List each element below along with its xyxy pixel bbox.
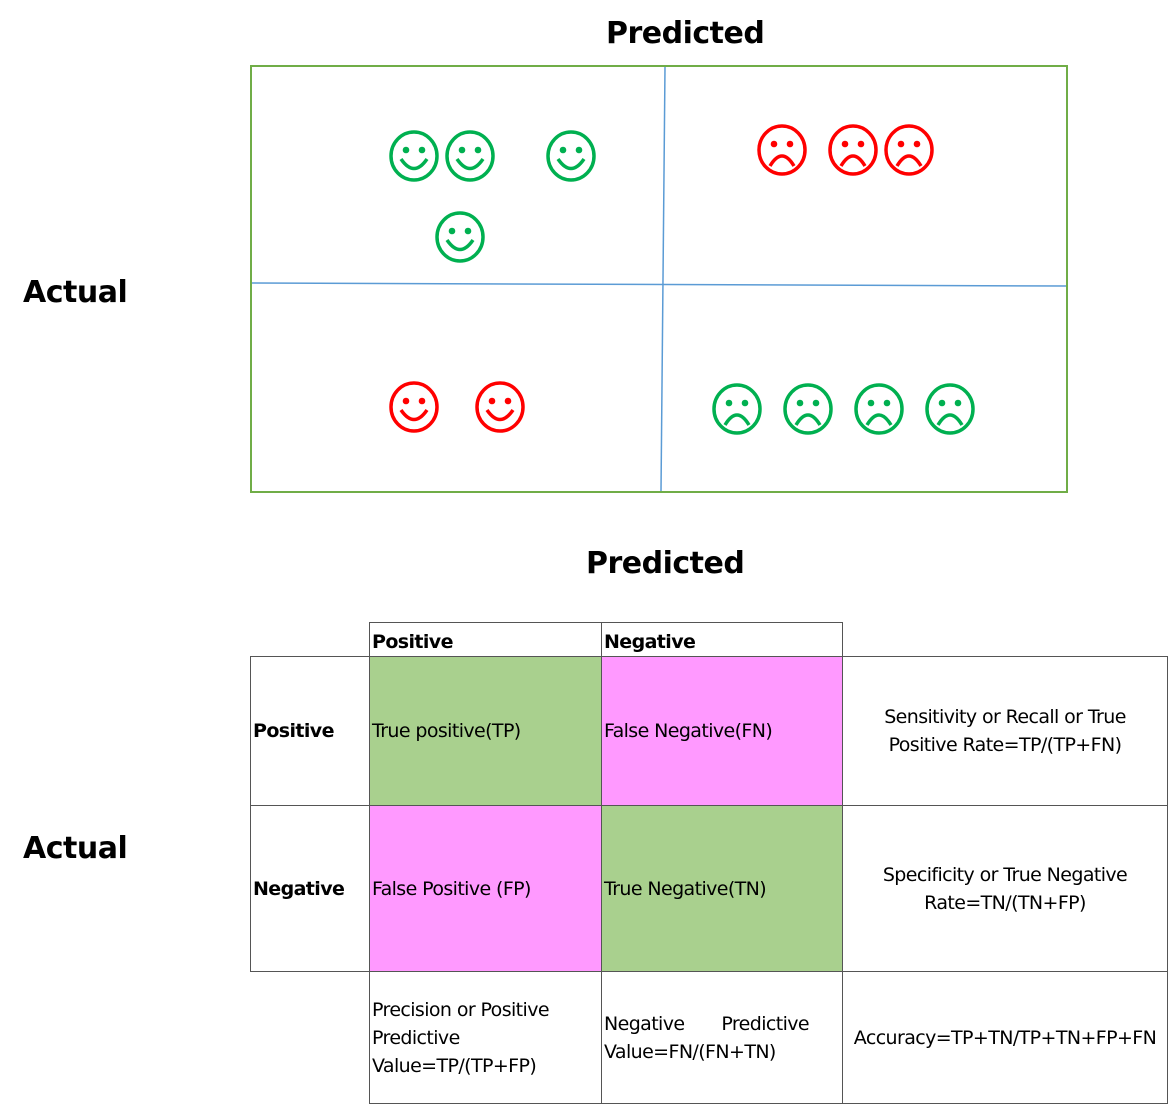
illustration-box	[250, 65, 1068, 493]
frowning-face-icon	[925, 383, 975, 435]
matrix-predicted-heading: Predicted	[586, 546, 745, 581]
horizontal-divider	[252, 282, 1066, 287]
metric-accuracy-text: Accuracy=TP+TN/TP+TN+FP+FN	[853, 1026, 1157, 1049]
row-header-positive: Positive	[250, 656, 370, 806]
metric-accuracy: Accuracy=TP+TN/TP+TN+FP+FN	[842, 971, 1168, 1104]
smiley-face-icon	[546, 130, 596, 182]
frowning-face-icon	[884, 124, 934, 176]
frowning-face-icon	[757, 124, 807, 176]
metric-npv-text: Negative Predictive Value=FN/(FN+TN)	[604, 1012, 810, 1063]
metric-sensitivity-text: Sensitivity or Recall or True Positive R…	[884, 706, 1126, 756]
frowning-face-icon	[854, 383, 904, 435]
frowning-face-icon	[783, 383, 833, 435]
smiley-face-icon	[435, 211, 485, 263]
metric-specificity: Specificity or True Negative Rate=TN/(TN…	[842, 805, 1168, 972]
smiley-face-icon	[389, 381, 439, 433]
frowning-face-icon	[712, 383, 762, 435]
metric-npv: Negative Predictive Value=FN/(FN+TN)	[601, 971, 843, 1104]
cell-true-negative: True Negative(TN)	[601, 805, 843, 972]
metric-sensitivity: Sensitivity or Recall or True Positive R…	[842, 656, 1168, 806]
cell-false-positive: False Positive (FP)	[369, 805, 602, 972]
col-header-positive: Positive	[369, 622, 602, 657]
metric-precision-text: Precision or Positive Predictive Value=T…	[372, 998, 550, 1077]
top-predicted-heading: Predicted	[606, 16, 765, 51]
metric-precision: Precision or Positive Predictive Value=T…	[369, 971, 602, 1104]
frowning-face-icon	[828, 124, 878, 176]
matrix-actual-label: Actual	[23, 831, 128, 866]
smiley-face-icon	[445, 130, 495, 182]
top-actual-label: Actual	[23, 275, 128, 310]
row-header-negative: Negative	[250, 805, 370, 972]
smiley-face-icon	[475, 381, 525, 433]
cell-true-positive: True positive(TP)	[369, 656, 602, 806]
vertical-divider	[660, 67, 666, 491]
illustration-canvas	[252, 67, 1066, 491]
metric-specificity-text: Specificity or True Negative Rate=TN/(TN…	[882, 863, 1128, 914]
smiley-face-icon	[389, 130, 439, 182]
col-header-negative: Negative	[601, 622, 843, 657]
cell-false-negative: False Negative(FN)	[601, 656, 843, 806]
